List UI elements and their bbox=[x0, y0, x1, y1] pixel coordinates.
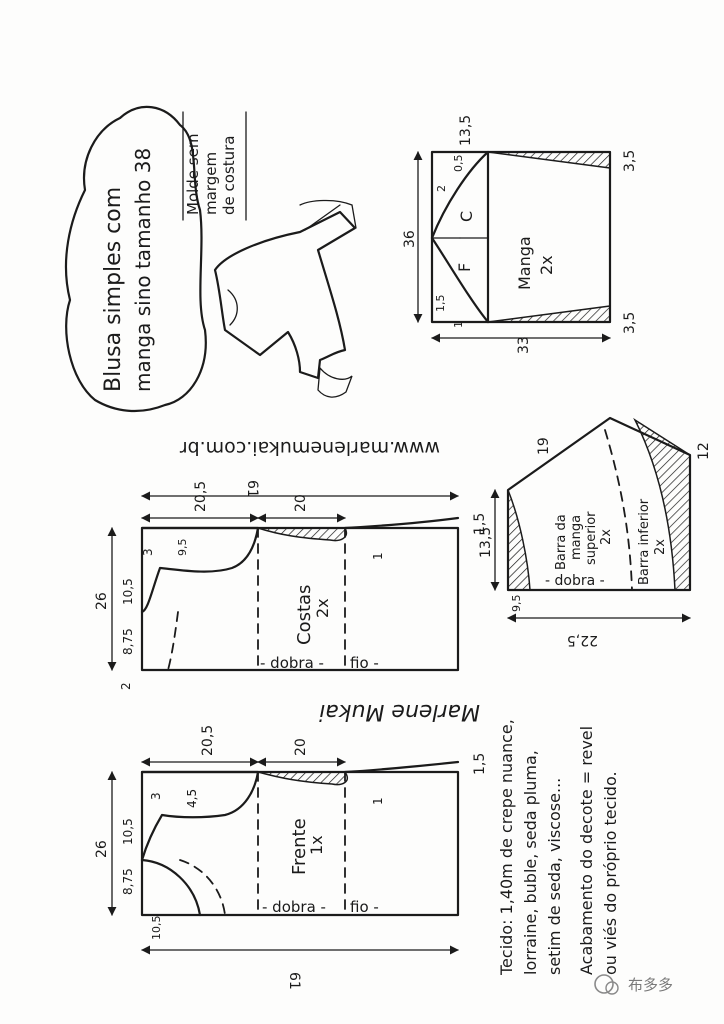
front-label: Frente bbox=[289, 818, 310, 875]
note-line-1: Molde sem bbox=[184, 134, 202, 215]
title-line-2: manga sino tamanho 38 bbox=[131, 148, 155, 392]
chat-bubble-icon bbox=[594, 974, 614, 994]
back-dim-2: 2 bbox=[119, 682, 133, 690]
bell-upper-label-1: Barra da bbox=[554, 514, 569, 570]
back-dim-9-5: 9,5 bbox=[176, 539, 189, 557]
front-fold: - dobra - bbox=[262, 898, 326, 916]
sleeve-dim-cap-top: 13,5 bbox=[458, 115, 474, 146]
front-dim-4-5: 4,5 bbox=[185, 789, 199, 808]
fabric-line-4: Acabamento do decote = revel bbox=[577, 726, 596, 975]
watermark-text: 布多多 bbox=[628, 976, 673, 994]
back-dim-1-5: 1,5 bbox=[472, 513, 488, 535]
sleeve-dim-2: 2 bbox=[435, 185, 448, 192]
back-fold: - dobra - bbox=[260, 654, 324, 672]
back-count: 2x bbox=[313, 598, 332, 618]
bell-upper-label-3: superior bbox=[584, 511, 599, 565]
back-dim-1: 1 bbox=[371, 552, 385, 560]
note-line-2: margem bbox=[202, 152, 220, 215]
back-dim-20-5: 20,5 bbox=[193, 481, 209, 512]
bell-lower-label: Barra inferior bbox=[637, 498, 652, 585]
front-dim-1-5-right: 1,5 bbox=[472, 753, 488, 775]
bell-lower-count: 2x bbox=[653, 539, 668, 555]
sleeve-dim-1: 1 bbox=[452, 321, 465, 328]
front-dim-3: 3 bbox=[149, 792, 163, 800]
back-dim-width: 61 bbox=[244, 480, 260, 498]
back-dim-20: 20 bbox=[293, 494, 309, 512]
fabric-line-5: ou viés do próprio tecido. bbox=[601, 771, 620, 975]
back-pattern: Costas 2x - dobra - fio - 61 20,5 20 1,5… bbox=[94, 480, 488, 690]
back-dim-3: 3 bbox=[141, 548, 155, 556]
fabric-line-1: Tecido: 1,40m de crepe nuance, bbox=[497, 719, 516, 976]
sleeve-label: Manga bbox=[515, 236, 534, 290]
front-dim-10-5-bottom: 10,5 bbox=[150, 916, 163, 941]
back-dim-10-5: 10,5 bbox=[121, 578, 135, 605]
bell-hem-pattern: Barra da manga superior 2x Barra inferio… bbox=[478, 416, 712, 648]
sleeve-dim-height: 36 bbox=[402, 230, 418, 248]
seam-allowance-note: Molde sem margem de costura bbox=[182, 111, 247, 221]
front-grain: fio - bbox=[350, 898, 379, 916]
bell-dim-9-5: 9,5 bbox=[510, 595, 523, 613]
fabric-notes: Tecido: 1,40m de crepe nuance, lorraine,… bbox=[497, 719, 620, 976]
fabric-line-3: setim de seda, viscose... bbox=[545, 778, 564, 975]
sleeve-dim-1-5: 1,5 bbox=[434, 295, 447, 313]
front-count: 1x bbox=[307, 835, 326, 855]
title-cloud: Blusa simples com manga sino tamanho 38 bbox=[64, 105, 207, 413]
front-dim-8-75: 8,75 bbox=[121, 868, 135, 895]
bell-dim-19: 19 bbox=[536, 437, 552, 455]
blouse-sketch bbox=[213, 199, 357, 398]
sleeve-dim-3-5-top: 3,5 bbox=[622, 150, 638, 172]
title-line-1: Blusa simples com bbox=[101, 187, 126, 392]
bell-dim-22-5: 22,5 bbox=[567, 632, 598, 648]
front-dim-width: 61 bbox=[286, 972, 302, 990]
front-dim-20: 20 bbox=[293, 738, 309, 756]
sleeve-pattern: Manga 2x F C 36 33 13,5 0,5 2 1,5 1 3,5 … bbox=[402, 115, 638, 354]
bell-dim-13-5: 13,5 bbox=[478, 527, 494, 558]
sleeve-center-mark: C bbox=[457, 211, 476, 222]
signature: Marlene Mukai bbox=[319, 699, 480, 724]
back-grain: fio - bbox=[350, 654, 379, 672]
watermark: 布多多 bbox=[592, 970, 702, 998]
sleeve-dim-0-5: 0,5 bbox=[452, 155, 465, 173]
fabric-line-2: lorraine, buble, seda pluma, bbox=[521, 750, 540, 975]
sleeve-dim-width: 33 bbox=[516, 336, 532, 354]
note-line-3: de costura bbox=[220, 135, 238, 215]
sleeve-dim-3-5-bottom: 3,5 bbox=[622, 312, 638, 334]
front-pattern: Frente 1x - dobra - fio - 61 20,5 20 1,5… bbox=[94, 725, 488, 990]
front-dim-20-5: 20,5 bbox=[200, 725, 216, 756]
front-dim-1: 1 bbox=[371, 797, 385, 805]
bell-dim-12: 12 bbox=[696, 442, 712, 460]
back-label: Costas bbox=[294, 585, 315, 645]
bell-upper-label-2: manga bbox=[569, 515, 584, 560]
front-dim-10-5: 10,5 bbox=[121, 818, 135, 845]
sleeve-count: 2x bbox=[537, 255, 556, 275]
sleeve-front-mark: F bbox=[455, 263, 474, 272]
bell-upper-count: 2x bbox=[599, 529, 614, 545]
back-dim-8-75: 8,75 bbox=[121, 628, 135, 655]
back-dim-height: 26 bbox=[94, 592, 110, 610]
front-dim-height: 26 bbox=[94, 840, 110, 858]
bell-fold: - dobra - bbox=[545, 573, 605, 589]
website-url: www.marlenemukai.com.br bbox=[180, 437, 440, 459]
